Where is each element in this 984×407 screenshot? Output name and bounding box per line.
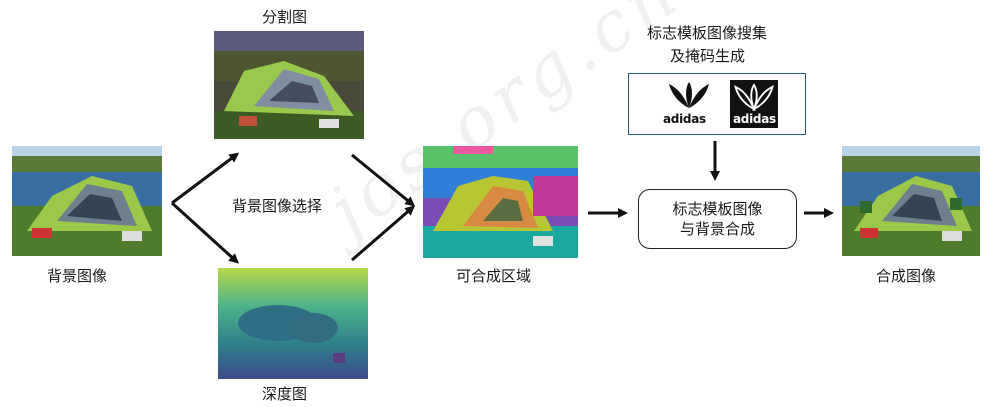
logo-template-panel: adidas adidas (628, 73, 806, 135)
arrow-depth-to-region (351, 205, 416, 262)
compose-label-line2: 与背景合成 (679, 220, 755, 238)
compose-process-box: 标志模板图像 与背景合成 (638, 189, 797, 249)
composite-image-label: 合成图像 (876, 267, 937, 285)
background-image (12, 146, 162, 256)
depth-map-label: 深度图 (262, 385, 308, 403)
logo-search-label-line1: 标志模板图像搜集 (647, 24, 768, 42)
compose-label-line1: 标志模板图像 (672, 200, 763, 218)
composable-region-label: 可合成区域 (456, 267, 532, 285)
background-selection-label: 背景图像选择 (232, 197, 323, 215)
arrow-bg-to-depth (170, 201, 239, 264)
trefoil-logo-white-bg (669, 82, 709, 108)
depth-map (218, 268, 368, 379)
composable-region-image (423, 146, 578, 258)
trefoil-logo-black-bg (734, 83, 774, 112)
logo-search-label-line2: 及掩码生成 (670, 47, 746, 65)
background-image-label: 背景图像 (47, 267, 108, 285)
composite-image (842, 146, 980, 256)
logo-white-bg-text: adidas (663, 112, 706, 126)
arrow-seg-to-region (351, 153, 416, 207)
segmentation-map-label: 分割图 (262, 8, 308, 26)
segmentation-map (214, 31, 364, 139)
logo-black-bg-text: adidas (733, 112, 776, 126)
arrow-bg-to-seg (171, 152, 240, 205)
